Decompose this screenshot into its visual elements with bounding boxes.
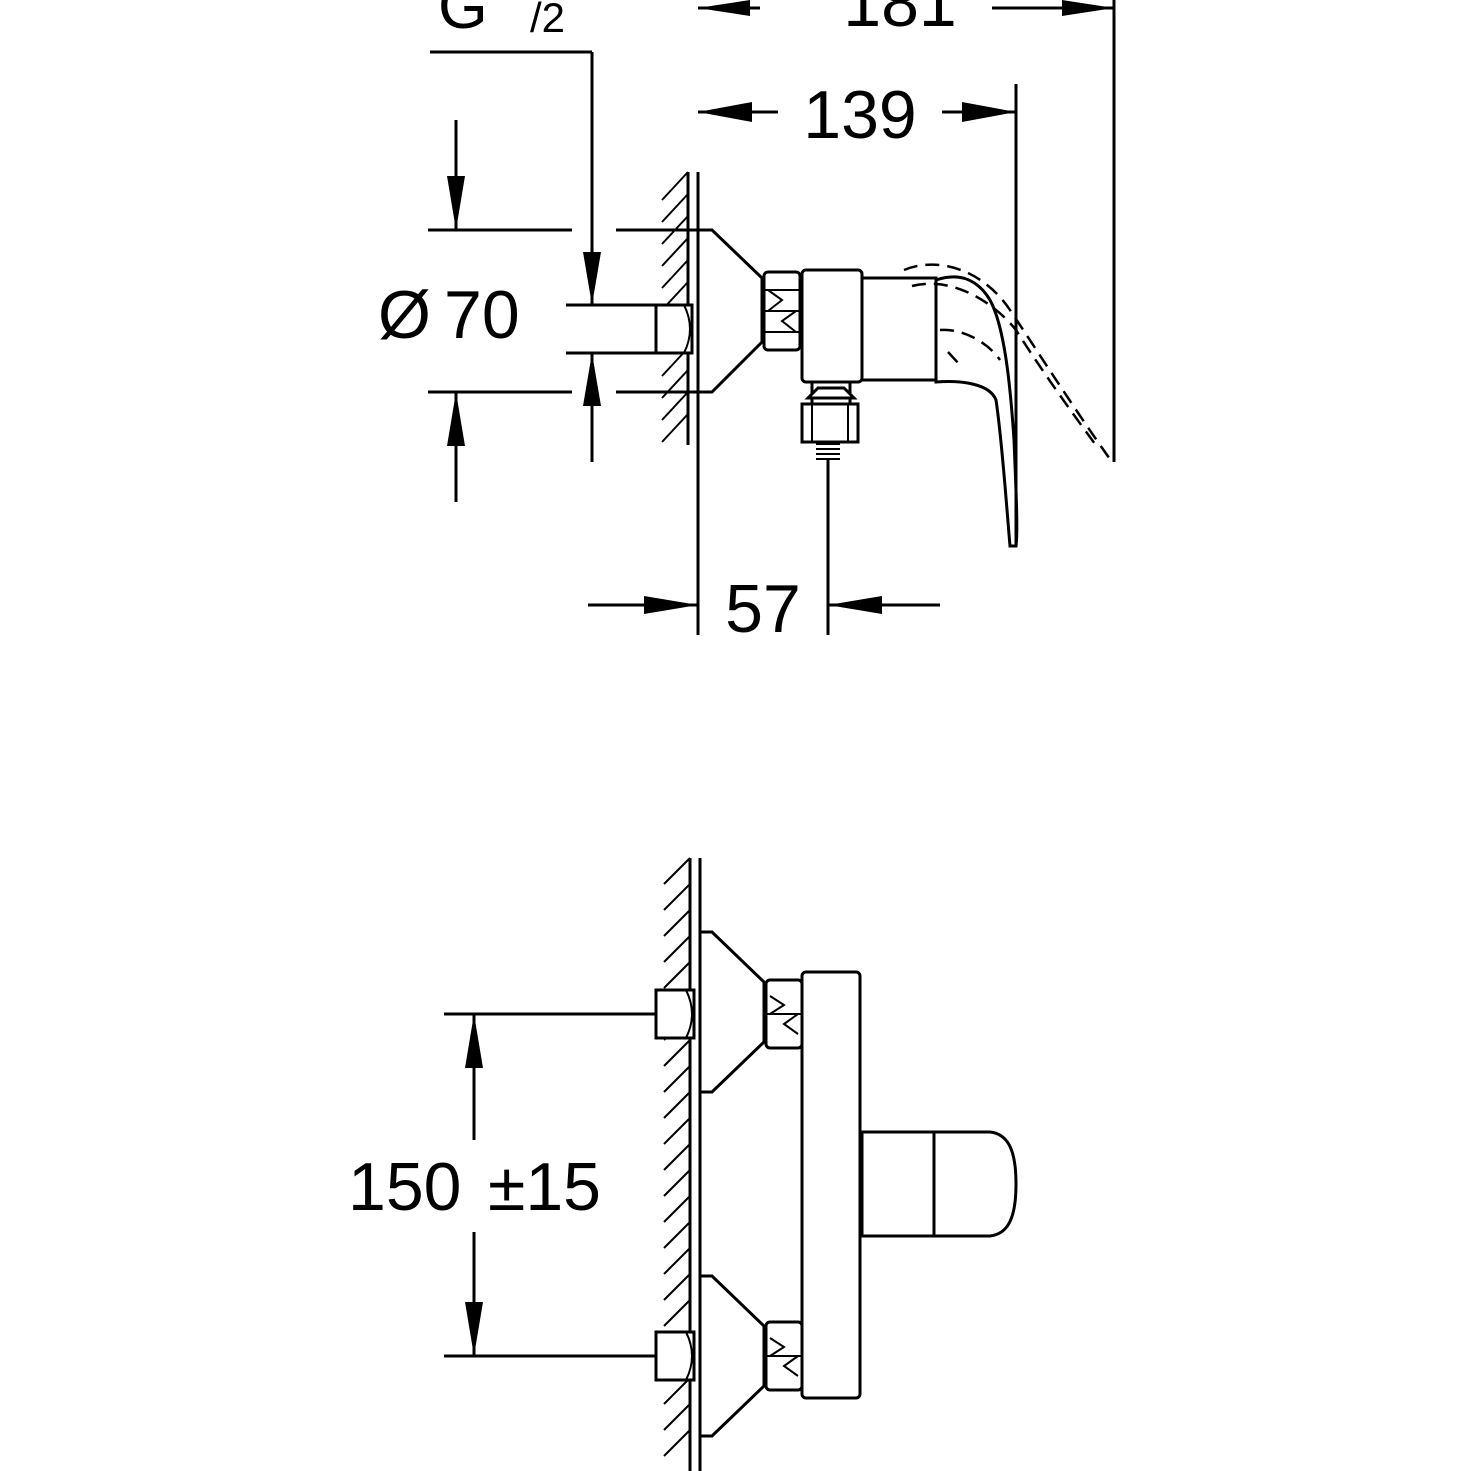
side-hex-nut: [762, 270, 802, 352]
dim-139-label: 139: [803, 77, 916, 153]
front-mixer-body: [800, 970, 1018, 1400]
diameter-symbol: Ø: [378, 277, 431, 353]
dim-181: 181: [698, 0, 1116, 462]
front-upper-connection: [654, 930, 804, 1094]
dim-57: 57: [588, 458, 940, 647]
side-escutcheon: [696, 228, 764, 394]
dim-diameter: Ø 70: [378, 120, 698, 502]
side-thread-stub: [654, 303, 694, 355]
dim-thread: G /2: [430, 0, 656, 462]
front-view: 150 ±15: [348, 857, 1018, 1471]
dim-150: 150 ±15: [348, 1012, 656, 1358]
centers-tolerance: ±15: [488, 1149, 601, 1225]
dim-139: 139: [698, 77, 1018, 546]
dim-57-label: 57: [725, 571, 801, 647]
centers-value: 150: [348, 1149, 461, 1225]
side-mixer-body: [800, 268, 938, 460]
dim-181-label: 181: [843, 0, 956, 41]
diameter-value: 70: [444, 277, 520, 353]
thread-label: G: [438, 0, 488, 42]
side-view: 181 139 G /2: [378, 0, 1116, 647]
thread-fraction: /2: [530, 0, 565, 41]
front-lower-connection: [654, 1274, 804, 1438]
front-lever-handle: [932, 1130, 1018, 1238]
side-wall: [661, 171, 700, 635]
